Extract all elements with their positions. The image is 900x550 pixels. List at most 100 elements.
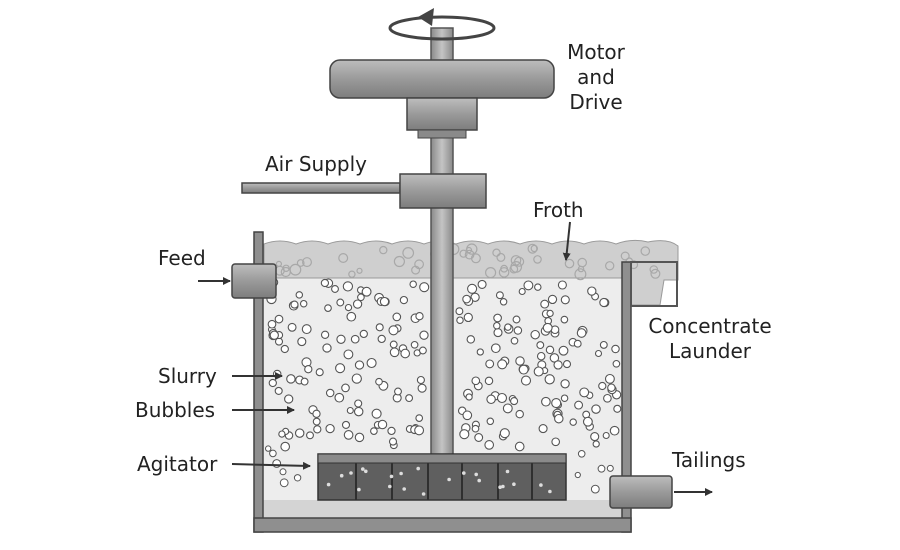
bubble xyxy=(286,374,296,384)
bubble xyxy=(560,379,570,389)
bubble xyxy=(476,348,484,356)
froth-bubble xyxy=(470,253,481,264)
bubble xyxy=(294,428,305,438)
bubble xyxy=(493,321,501,330)
bubble xyxy=(336,298,345,307)
froth-bubble xyxy=(650,268,661,279)
bubble xyxy=(322,343,332,353)
bubble xyxy=(515,409,524,419)
rotation-arrowhead-icon xyxy=(418,8,434,26)
bubble xyxy=(300,377,309,386)
froth-bubble xyxy=(500,264,509,273)
bubble xyxy=(370,427,378,435)
bubble xyxy=(400,348,411,359)
froth-bubble xyxy=(620,251,630,261)
bubble xyxy=(609,425,620,436)
bubble xyxy=(591,404,601,414)
bubble xyxy=(352,299,363,309)
bubble xyxy=(279,468,287,476)
air-supply-pipe xyxy=(241,182,401,194)
bubble xyxy=(484,440,495,450)
bubble xyxy=(466,335,476,344)
bubble xyxy=(269,449,277,458)
bubble xyxy=(541,396,551,407)
bubble xyxy=(287,322,297,332)
bubble xyxy=(280,441,291,452)
froth-bubble xyxy=(302,257,313,268)
froth-bubble xyxy=(509,264,519,274)
bubble xyxy=(405,394,414,403)
bubble xyxy=(312,417,321,426)
bubble xyxy=(574,400,584,410)
tank-bottom xyxy=(253,517,632,533)
bubble xyxy=(351,373,362,384)
froth-bubble xyxy=(411,265,421,275)
bubbles-group xyxy=(265,277,622,494)
motor-label-line3: Drive xyxy=(569,90,623,114)
bubble xyxy=(493,313,502,323)
agitator-blade-lines xyxy=(355,458,533,500)
bubble xyxy=(290,300,299,309)
concentrate-launder xyxy=(630,261,678,307)
bubble xyxy=(534,283,542,291)
froth-bubble xyxy=(496,252,506,262)
bubble xyxy=(603,393,612,403)
tailings-label: Tailings xyxy=(672,448,746,472)
bubble xyxy=(417,383,427,393)
bubble xyxy=(335,363,346,374)
bubble xyxy=(560,394,569,402)
bubble xyxy=(342,281,354,292)
froth-bubble xyxy=(282,264,290,272)
concentrate-label-line1: Concentrate xyxy=(648,314,772,338)
bubble xyxy=(512,315,521,324)
bubble xyxy=(474,433,484,442)
bubble xyxy=(558,345,569,356)
froth-bubble xyxy=(530,244,539,253)
bubble xyxy=(334,392,345,403)
bubble xyxy=(274,386,283,395)
froth-bubble xyxy=(379,245,388,255)
froth-bubble xyxy=(289,263,302,276)
bubble xyxy=(459,429,470,440)
drive-housing xyxy=(406,97,478,131)
concentrate-label-line2: Launder xyxy=(669,339,751,363)
bubble xyxy=(379,296,390,307)
bubble xyxy=(346,406,354,415)
agitator-dot xyxy=(416,466,421,471)
tailings-pipe xyxy=(609,475,673,509)
bubble xyxy=(606,464,614,472)
bubble xyxy=(463,312,473,323)
bubble xyxy=(560,295,570,305)
bubble xyxy=(551,437,561,447)
bubble xyxy=(455,307,464,316)
bubble xyxy=(419,282,430,293)
froth-label: Froth xyxy=(533,198,584,222)
bubble xyxy=(320,278,330,288)
bubble xyxy=(577,450,586,458)
agitator-dot xyxy=(389,474,394,479)
bubble xyxy=(415,312,424,321)
agitator-dot xyxy=(388,484,392,489)
bubble xyxy=(366,357,377,369)
froth-layer xyxy=(263,239,679,306)
froth-bubble xyxy=(348,270,356,278)
agitator-dot xyxy=(402,487,407,491)
bubble xyxy=(540,299,550,309)
bubble xyxy=(544,374,555,385)
bubble xyxy=(313,425,322,434)
agitator-dot xyxy=(462,471,466,475)
bubble xyxy=(504,323,512,331)
motor-label-line1: Motor xyxy=(567,40,625,64)
bubble xyxy=(490,343,501,354)
bubble xyxy=(574,471,581,479)
froth-bubble xyxy=(393,255,405,268)
bubble xyxy=(604,373,615,384)
bubble xyxy=(611,344,620,354)
air-supply-label: Air Supply xyxy=(265,152,367,176)
bubble xyxy=(325,388,335,398)
bubble xyxy=(325,423,335,434)
bubble xyxy=(465,393,473,401)
bubble xyxy=(389,347,400,358)
agitator-dot xyxy=(474,472,479,477)
